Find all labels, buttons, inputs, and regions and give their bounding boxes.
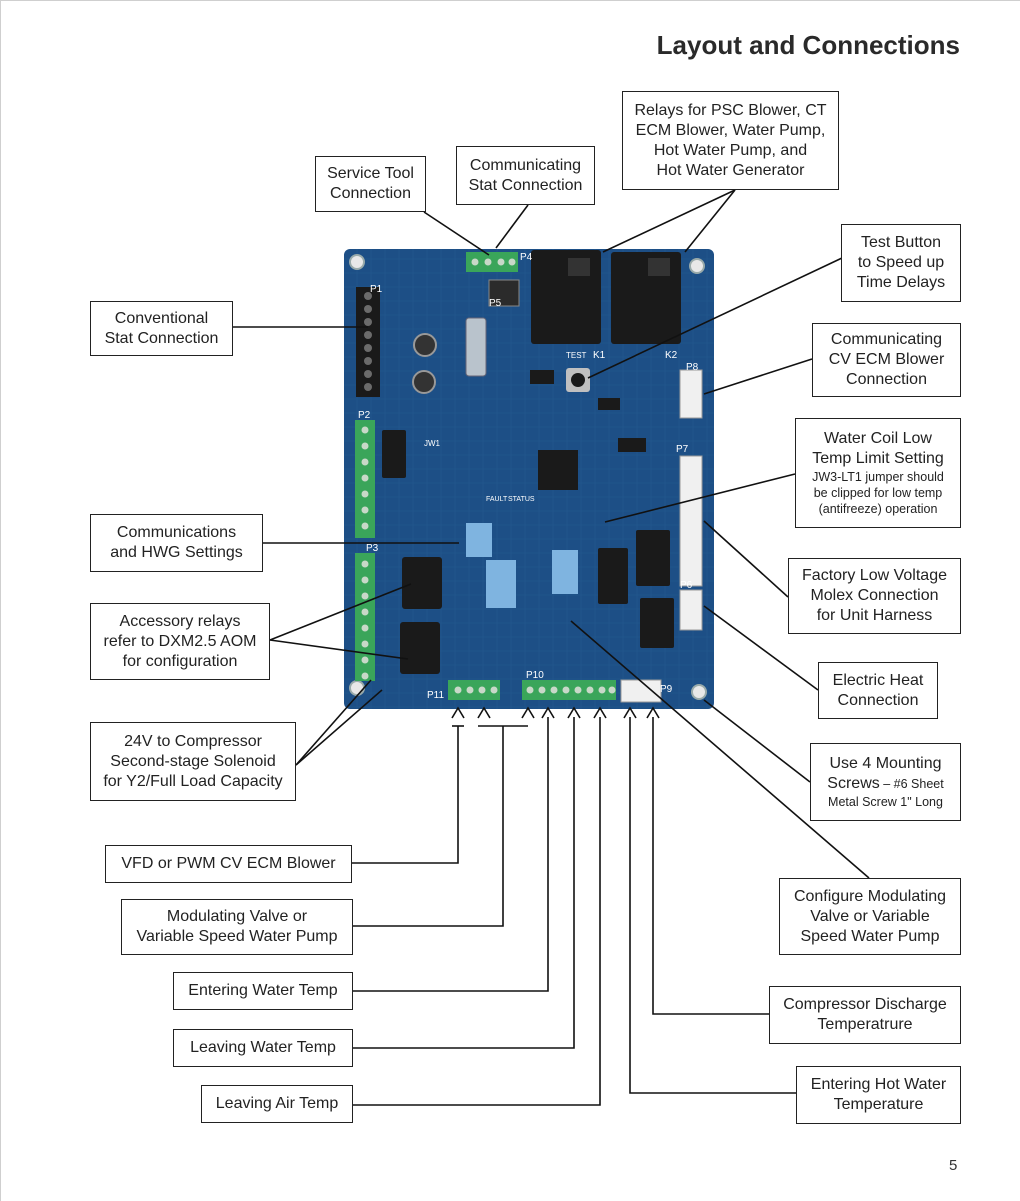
leader-comp-discharge: [652, 717, 769, 1015]
callout-comms-hwg: Communications and HWG Settings: [90, 514, 263, 572]
fuse: [465, 317, 487, 377]
mounting-hole-bottom-right: [691, 684, 707, 700]
leader-comm-cv-ecm: [703, 358, 813, 395]
p4-terminal-strip: [466, 252, 518, 272]
p11-terminal-strip: [448, 680, 500, 700]
p3-label: P3: [366, 543, 379, 554]
callout-conv-stat: Conventional Stat Connection: [90, 301, 233, 356]
leader-mounting: [703, 699, 811, 783]
p2-label: P2: [358, 410, 371, 421]
accessory-relay: [400, 622, 440, 674]
leader-leaving-air: [353, 717, 601, 1106]
circuit-board: P5 P4 P2 P3 P1 P8 P7 P6 P9 P10 P11 K1 K2…: [344, 249, 714, 709]
leader-relays-1: [602, 189, 736, 253]
callout-test-button: Test Button to Speed up Time Delays: [841, 224, 961, 302]
arrowheads: [451, 706, 660, 719]
callout-configure-mod: Configure Modulating Valve or Variable S…: [779, 878, 961, 955]
p9-connector: [620, 679, 662, 703]
k2-label: K2: [665, 350, 678, 361]
p1-label: P1: [370, 284, 383, 295]
p5-label: P5: [489, 298, 502, 309]
dip-switch: [486, 560, 516, 608]
p11-label: P11: [427, 690, 444, 701]
relay: [640, 598, 674, 648]
p6-connector: [679, 589, 703, 631]
callout-accessory: Accessory relays refer to DXM2.5 AOM for…: [90, 603, 270, 680]
relay-k1: [531, 250, 601, 344]
leader-lines: [233, 189, 870, 1106]
capacitor: [413, 333, 437, 357]
k1-label: K1: [593, 350, 606, 361]
leader-service-tool: [423, 211, 490, 256]
status-label: STATUS: [508, 496, 535, 503]
leader-leaving-water: [353, 717, 575, 1049]
relay: [382, 430, 406, 478]
page-number: 5: [949, 1157, 958, 1174]
leader-relays-2: [684, 189, 736, 253]
jw1-label: JW1: [424, 439, 441, 448]
callout-mod-valve: Modulating Valve or Variable Speed Water…: [121, 899, 353, 955]
leader-comm-stat: [495, 204, 529, 249]
relay-k2: [611, 252, 681, 344]
p4-label: P4: [520, 252, 533, 263]
leader-mod-valve: [353, 726, 504, 927]
p6-label: P6: [680, 580, 693, 591]
p5-connector: [488, 279, 520, 307]
callout-comp-discharge: Compressor Discharge Temperatrure: [769, 986, 961, 1044]
callout-24v-compressor: 24V to Compressor Second-stage Solenoid …: [90, 722, 296, 801]
leader-accessory-2: [269, 639, 409, 660]
capacitor: [412, 370, 436, 394]
test-label: TEST: [566, 351, 587, 360]
leader-entering-water: [353, 717, 549, 992]
leader-entering-hot: [629, 717, 796, 1094]
dip-switch: [466, 523, 492, 557]
p1-terminal-strip: [356, 287, 380, 397]
callout-leaving-water: Leaving Water Temp: [173, 1029, 353, 1067]
microcontroller: [538, 450, 578, 490]
leader-24v-1: [295, 679, 372, 766]
relay: [636, 530, 670, 586]
callout-factory-lv: Factory Low Voltage Molex Connection for…: [788, 558, 961, 634]
dip-switch: [552, 550, 578, 594]
p9-label: P9: [660, 684, 673, 695]
callout-entering-hot: Entering Hot Water Temperature: [796, 1066, 961, 1124]
p7-connector: [679, 455, 703, 587]
callout-comm-cv-ecm: Communicating CV ECM Blower Connection: [812, 323, 961, 397]
callout-relays: Relays for PSC Blower, CT ECM Blower, Wa…: [622, 91, 839, 190]
callout-electric-heat: Electric Heat Connection: [818, 662, 938, 719]
fault-label: FAULT: [486, 496, 508, 503]
leader-electric-heat: [703, 605, 819, 691]
page-title: Layout and Connections: [656, 30, 960, 60]
p8-connector: [679, 369, 703, 419]
leader-vfd: [352, 726, 459, 864]
leader-factory-lv: [703, 520, 789, 598]
leader-24v-2: [295, 689, 383, 766]
relay: [598, 548, 628, 604]
leader-water-coil: [604, 473, 796, 523]
callout-mounting: Use 4 Mounting Screws – #6 Sheet Metal S…: [810, 743, 961, 821]
p3-terminal-strip: [355, 553, 375, 681]
callout-vfd: VFD or PWM CV ECM Blower: [105, 845, 352, 883]
callout-leaving-air: Leaving Air Temp: [201, 1085, 353, 1123]
mounting-hole-top-left: [349, 254, 365, 270]
p8-label: P8: [686, 362, 699, 373]
mounting-hole-top-right: [689, 258, 705, 274]
callout-water-coil: Water Coil Low Temp Limit Setting JW3-LT…: [795, 418, 961, 528]
callout-comm-stat: Communicating Stat Connection: [456, 146, 595, 205]
p10-label: P10: [526, 670, 544, 681]
leader-accessory-1: [269, 583, 412, 641]
accessory-relay: [402, 557, 442, 609]
mounting-hole-bottom-left: [349, 680, 365, 696]
callout-service-tool: Service Tool Connection: [315, 156, 426, 212]
p7-label: P7: [676, 444, 689, 455]
leader-configure-mod: [570, 620, 870, 879]
leader-test-button: [587, 257, 843, 379]
callout-entering-water: Entering Water Temp: [173, 972, 353, 1010]
